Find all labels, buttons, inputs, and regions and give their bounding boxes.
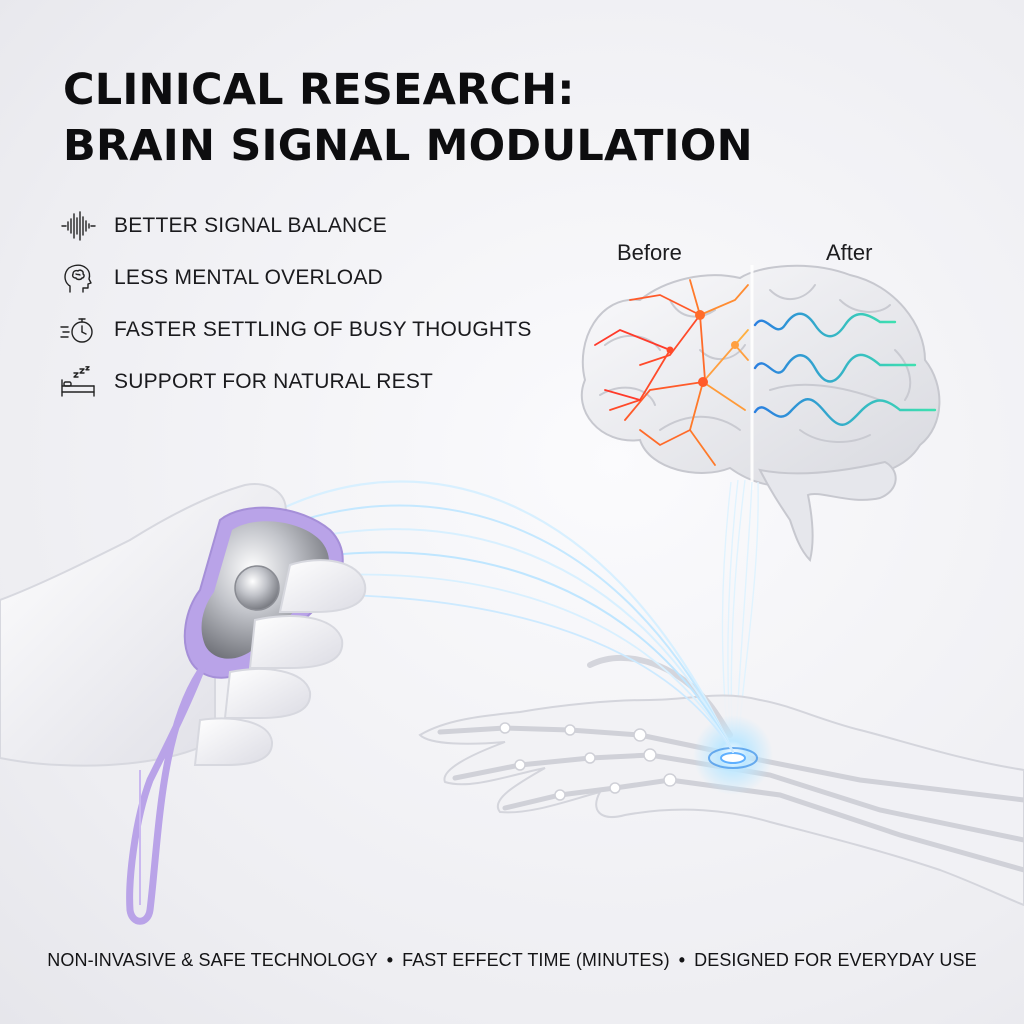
page-title: CLINICAL RESEARCH: BRAIN SIGNAL MODULATI… <box>63 62 753 174</box>
footer-item-everyday-use: DESIGNED FOR EVERYDAY USE <box>694 950 977 970</box>
footer-separator: • <box>386 950 394 970</box>
footer-item-fast-effect: FAST EFFECT TIME (MINUTES) <box>402 950 670 970</box>
benefits-list: BETTER SIGNAL BALANCE LESS MENTAL OVERLO… <box>60 200 532 408</box>
title-line-1: CLINICAL RESEARCH: <box>63 65 575 115</box>
head-brain-icon <box>60 261 100 295</box>
benefit-label: BETTER SIGNAL BALANCE <box>114 214 387 237</box>
after-label: After <box>826 240 873 265</box>
device-illustration <box>126 506 344 925</box>
footer-item-non-invasive: NON-INVASIVE & SAFE TECHNOLOGY <box>47 950 378 970</box>
benefit-label: SUPPORT FOR NATURAL REST <box>114 370 434 393</box>
footer-separator: • <box>678 950 686 970</box>
hand-illustration <box>0 483 367 925</box>
benefit-label: FASTER SETTLING OF BUSY THOUGHTS <box>114 318 532 341</box>
before-label: Before <box>617 240 682 265</box>
benefit-label: LESS MENTAL OVERLOAD <box>114 266 383 289</box>
sleep-bed-icon <box>60 365 100 399</box>
benefit-item-natural-rest: SUPPORT FOR NATURAL REST <box>60 356 532 408</box>
benefit-item-mental-overload: LESS MENTAL OVERLOAD <box>60 252 532 304</box>
after-signals <box>753 312 937 426</box>
sound-wave-icon <box>60 209 100 243</box>
benefit-item-faster-settling: FASTER SETTLING OF BUSY THOUGHTS <box>60 304 532 356</box>
brain-illustration <box>580 264 941 753</box>
footer-features: NON-INVASIVE & SAFE TECHNOLOGY • FAST EFFE… <box>0 950 1024 971</box>
title-line-2: BRAIN SIGNAL MODULATION <box>63 121 753 171</box>
stopwatch-icon <box>60 313 100 347</box>
benefit-item-signal-balance: BETTER SIGNAL BALANCE <box>60 200 532 252</box>
before-signals <box>594 279 749 466</box>
